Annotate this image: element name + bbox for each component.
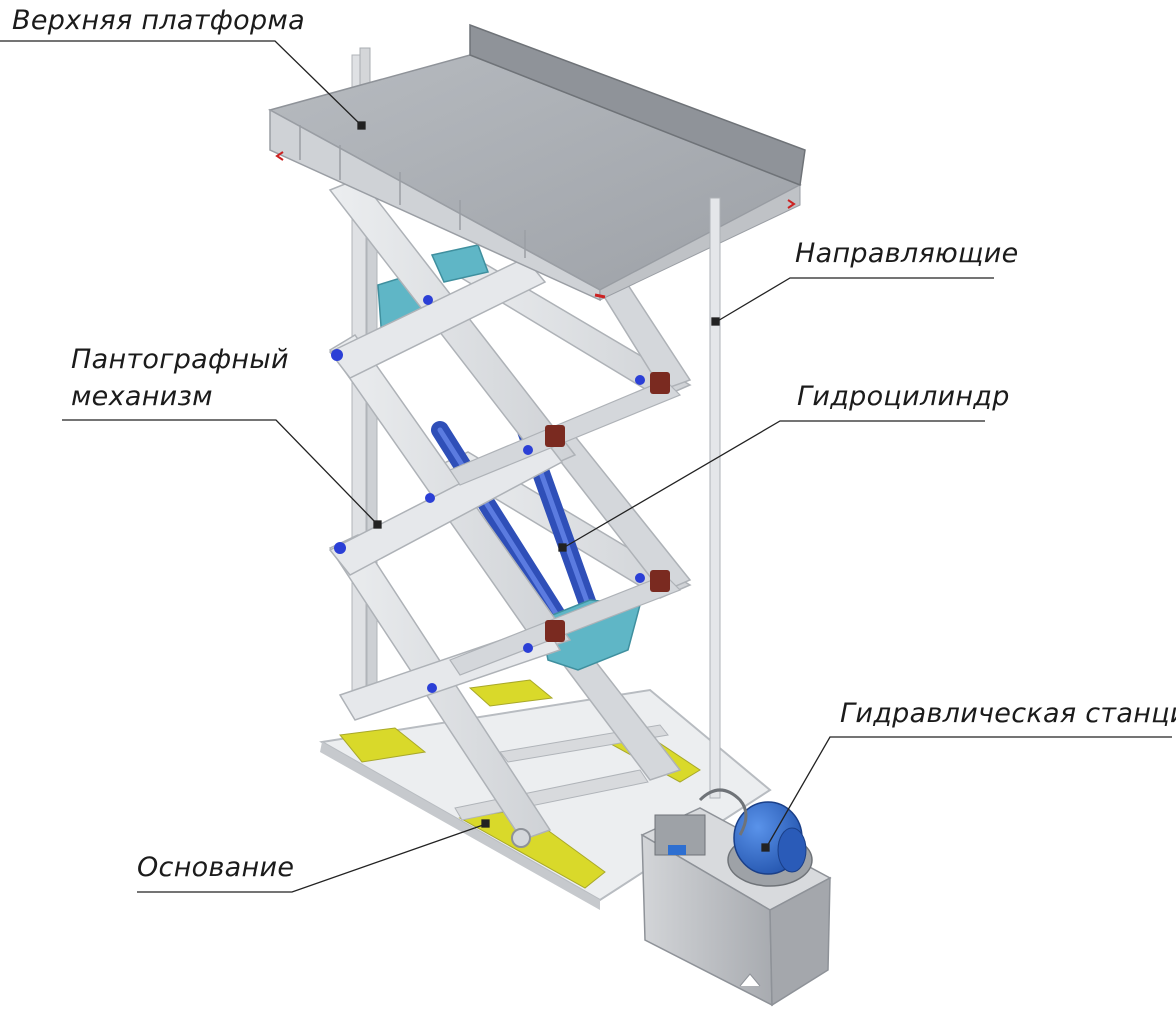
label-guides: Направляющие (795, 238, 1019, 269)
marker-pantograph (373, 520, 382, 529)
leader-base (137, 823, 487, 893)
leader-guides (715, 277, 994, 323)
leader-hydrocylinder (562, 420, 985, 549)
label-base: Основание (137, 852, 295, 883)
right-guide-rail (709, 197, 721, 799)
marker-base (481, 819, 490, 828)
marker-top-platform (357, 121, 366, 130)
leader-pantograph (62, 419, 379, 526)
pivot-pins (331, 295, 670, 848)
label-pantograph-line1: Пантографный (71, 344, 289, 375)
top-platform (268, 23, 806, 302)
label-hydrocylinder: Гидроцилиндр (797, 381, 1010, 412)
label-top-platform: Верхняя платформа (12, 5, 305, 36)
leader-hydraulic-station (765, 736, 1172, 849)
leader-lines (0, 40, 1172, 893)
marker-guides (711, 317, 720, 326)
label-hydraulic-station: Гидравлическая станция (840, 698, 1176, 729)
marker-hydraulic-station (761, 843, 770, 852)
label-pantograph-line2: механизм (71, 381, 213, 412)
scissor-arms-front (328, 177, 682, 841)
leader-top-platform (0, 40, 363, 127)
hydraulic-station (640, 788, 832, 1007)
marker-hydrocylinder (558, 543, 567, 552)
